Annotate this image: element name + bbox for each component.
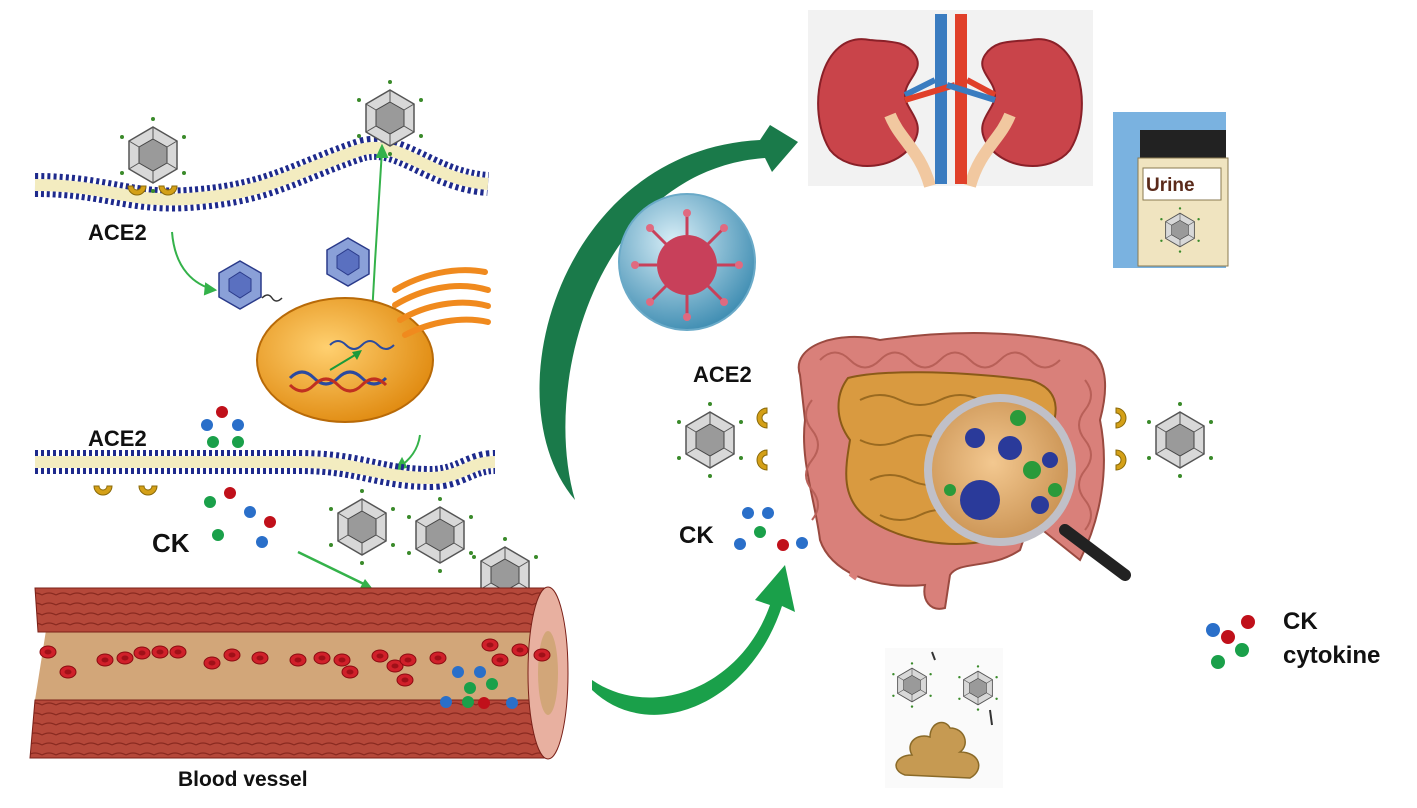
legend-cytokine-dots <box>1206 615 1255 669</box>
virus-hexagon-icon <box>326 237 370 287</box>
urine-cup-icon <box>1113 112 1229 268</box>
virus-hexagon-icon <box>676 401 744 479</box>
cytokine-dots <box>201 406 276 548</box>
kidney-icon <box>808 10 1093 188</box>
magnifier-icon <box>924 394 1131 581</box>
ck-label: CK <box>152 528 190 558</box>
ace2-label: ACE2 <box>88 220 147 245</box>
to-intestine-arrow <box>592 565 795 715</box>
urine-label: Urine <box>1146 175 1195 196</box>
virus-hexagon-icon <box>406 496 474 574</box>
ace2-receptor <box>93 485 158 496</box>
cytokine-dots <box>734 507 808 551</box>
blood-vessel-label: Blood vessel <box>178 768 308 791</box>
virus-hexagon-icon <box>328 488 396 566</box>
entry-arrow <box>171 143 421 472</box>
ace2-label: ACE2 <box>88 426 147 451</box>
top-cell-membrane <box>34 135 490 212</box>
to-kidney-arrow <box>539 125 798 500</box>
cytokine-dots <box>440 666 518 709</box>
legend-ck-label: CK <box>1283 608 1318 635</box>
golgi-apparatus <box>392 267 491 338</box>
stool-icon <box>885 648 1003 788</box>
virus-hexagon-icon <box>119 116 187 194</box>
blood-vessel <box>29 586 569 760</box>
ck-label: CK <box>679 522 714 549</box>
lower-cell-membrane <box>35 450 496 491</box>
ace2-label: ACE2 <box>693 362 752 387</box>
to-vessel-arrow <box>297 550 372 588</box>
virus-hexagon-icon <box>1146 401 1214 479</box>
host-cell <box>256 297 434 423</box>
legend-cytokine-label: cytokine <box>1283 642 1381 669</box>
coronavirus-sphere-icon <box>618 193 756 331</box>
virus-hexagon-icon <box>218 260 262 310</box>
